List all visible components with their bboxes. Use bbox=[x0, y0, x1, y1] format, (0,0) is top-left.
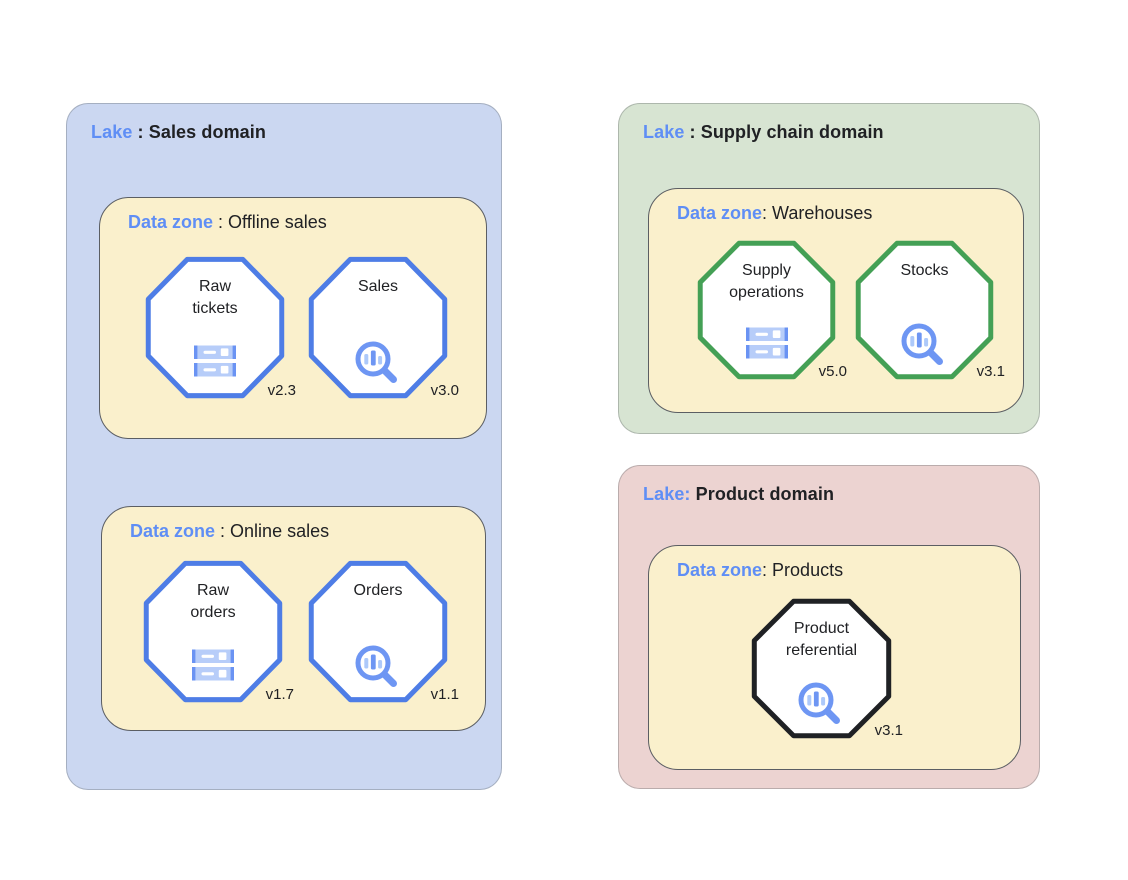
data-zone-online-sales: Data zone : Online sales Raw orders v1.7… bbox=[101, 506, 486, 731]
search-analytics-icon bbox=[798, 682, 841, 724]
lake-sales-header: Lake : Sales domain bbox=[91, 121, 266, 143]
zone-title: Warehouses bbox=[772, 203, 873, 223]
storage-server-icon bbox=[745, 327, 788, 359]
storage-server-icon bbox=[194, 345, 236, 377]
search-analytics-icon bbox=[355, 645, 397, 688]
lake-title: Supply chain domain bbox=[700, 122, 884, 142]
lake-label: Lake bbox=[91, 122, 133, 142]
zone-header-separator: : bbox=[762, 203, 773, 223]
node-label: Stocks bbox=[900, 262, 949, 279]
search-analytics-icon bbox=[901, 323, 944, 366]
octagon-shape bbox=[145, 256, 285, 399]
lake-supply-header: Lake : Supply chain domain bbox=[643, 121, 884, 143]
version-badge: v2.3 bbox=[267, 382, 296, 399]
lake-sales-domain: Lake : Sales domain Data zone : Offline … bbox=[66, 103, 502, 790]
data-zone-label: Data zone bbox=[677, 203, 763, 223]
zone-products-header: Data zone: Products bbox=[677, 559, 843, 581]
octagon-shape bbox=[143, 560, 283, 703]
data-zone-label: Data zone bbox=[677, 560, 763, 580]
octagon-shape bbox=[308, 560, 448, 703]
zone-header-separator: : bbox=[213, 212, 229, 232]
octagon-shape bbox=[697, 240, 836, 380]
lake-label: Lake: bbox=[643, 484, 691, 504]
zone-title: Offline sales bbox=[228, 212, 327, 232]
version-badge: v1.1 bbox=[430, 686, 459, 703]
lake-title: Product domain bbox=[695, 484, 835, 504]
octagon-shape bbox=[751, 598, 892, 739]
data-zone-warehouses: Data zone: Warehouses Supply operations … bbox=[648, 188, 1024, 413]
version-badge: v5.0 bbox=[818, 363, 847, 380]
version-badge: v1.7 bbox=[265, 686, 294, 703]
node-label: Sales bbox=[357, 278, 399, 295]
data-zone-label: Data zone bbox=[128, 212, 214, 232]
asset-node-sales: Sales v3.0 bbox=[307, 255, 459, 400]
zone-online-header: Data zone : Online sales bbox=[130, 520, 329, 542]
zone-header-separator: : bbox=[215, 521, 231, 541]
lake-header-separator: : bbox=[132, 122, 149, 142]
data-zone-products: Data zone: Products Product referential … bbox=[648, 545, 1021, 770]
node-label: Product referential bbox=[785, 620, 858, 659]
storage-server-icon bbox=[192, 649, 234, 681]
asset-node-orders: Orders v1.1 bbox=[307, 559, 459, 704]
asset-node-raw-orders: Raw orders v1.7 bbox=[142, 559, 294, 704]
lake-label: Lake bbox=[643, 122, 685, 142]
lake-product-domain: Lake: Product domain Data zone: Products… bbox=[618, 465, 1040, 789]
node-label: Supply operations bbox=[729, 262, 804, 301]
zone-warehouses-header: Data zone: Warehouses bbox=[677, 202, 872, 224]
node-label: Raw tickets bbox=[192, 278, 238, 317]
node-label: Raw orders bbox=[190, 582, 236, 621]
lake-supply-chain-domain: Lake : Supply chain domain Data zone: Wa… bbox=[618, 103, 1040, 434]
asset-node-raw-tickets: Raw tickets v2.3 bbox=[144, 255, 296, 400]
asset-node-stocks: Stocks v3.1 bbox=[854, 239, 1005, 381]
version-badge: v3.1 bbox=[874, 722, 903, 739]
version-badge: v3.1 bbox=[976, 363, 1005, 380]
lake-header-separator: : bbox=[684, 122, 701, 142]
zone-header-separator: : bbox=[762, 560, 773, 580]
data-zone-offline-sales: Data zone : Offline sales Raw tickets v2… bbox=[99, 197, 487, 439]
asset-node-product-referential: Product referential v3.1 bbox=[750, 597, 903, 740]
zone-title: Products bbox=[772, 560, 844, 580]
node-label: Orders bbox=[353, 582, 403, 599]
octagon-shape bbox=[308, 256, 448, 399]
search-analytics-icon bbox=[355, 341, 397, 384]
data-zone-label: Data zone bbox=[130, 521, 216, 541]
lake-title: Sales domain bbox=[148, 122, 266, 142]
version-badge: v3.0 bbox=[430, 382, 459, 399]
zone-title: Online sales bbox=[230, 521, 330, 541]
octagon-shape bbox=[855, 240, 994, 380]
asset-node-supply-operations: Supply operations v5.0 bbox=[696, 239, 847, 381]
zone-offline-header: Data zone : Offline sales bbox=[128, 211, 327, 233]
lake-product-header: Lake: Product domain bbox=[643, 483, 834, 505]
